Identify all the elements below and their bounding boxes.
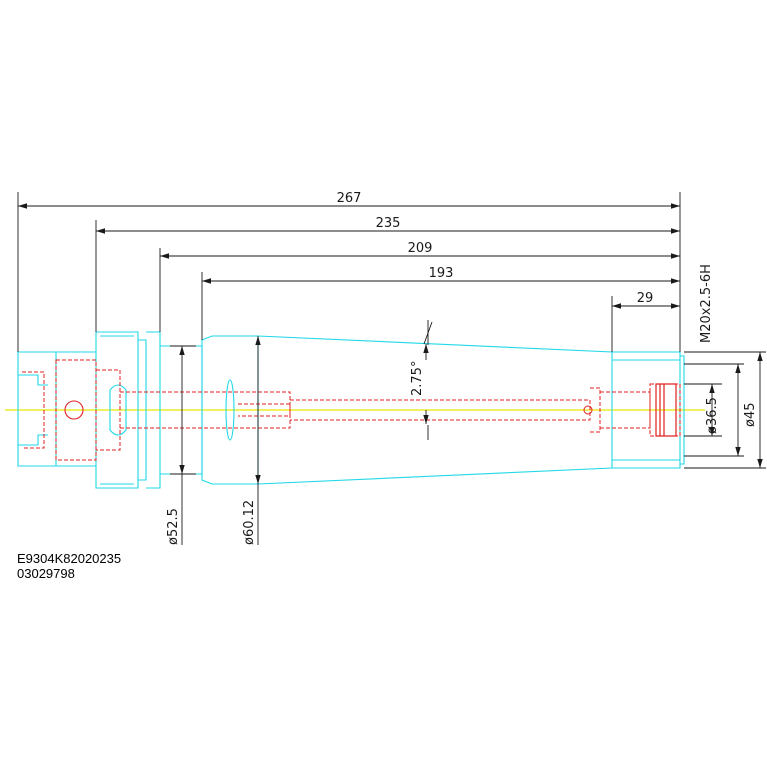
cross-hole-small-icon bbox=[583, 405, 593, 415]
taper-angle-arc bbox=[423, 321, 433, 345]
dim-d45-label: ø45 bbox=[743, 403, 758, 428]
dim-d52-label: ø52.5 bbox=[166, 508, 181, 545]
hidden-features bbox=[22, 359, 681, 461]
dim-267-label: 267 bbox=[337, 191, 362, 206]
length-dimensions bbox=[17, 192, 681, 352]
thread-spec-label: M20x2.5-6H bbox=[699, 264, 714, 343]
dim-d60-label: ø60.12 bbox=[242, 500, 257, 545]
part-code: E9304K82020235 bbox=[17, 551, 122, 566]
dim-29-label: 29 bbox=[637, 291, 654, 306]
dim-235-label: 235 bbox=[376, 216, 401, 231]
dim-209-label: 209 bbox=[408, 241, 433, 256]
dim-d36-label: ø36.5 bbox=[705, 397, 720, 434]
dim-193-label: 193 bbox=[429, 266, 454, 281]
cross-hole-icon bbox=[64, 400, 84, 420]
thread-detail bbox=[655, 383, 677, 437]
part-serial: 03029798 bbox=[17, 566, 75, 581]
shank-outline bbox=[17, 351, 57, 467]
taper-angle-label: 2.75° bbox=[410, 361, 425, 396]
diameter-dimensions bbox=[170, 320, 766, 545]
